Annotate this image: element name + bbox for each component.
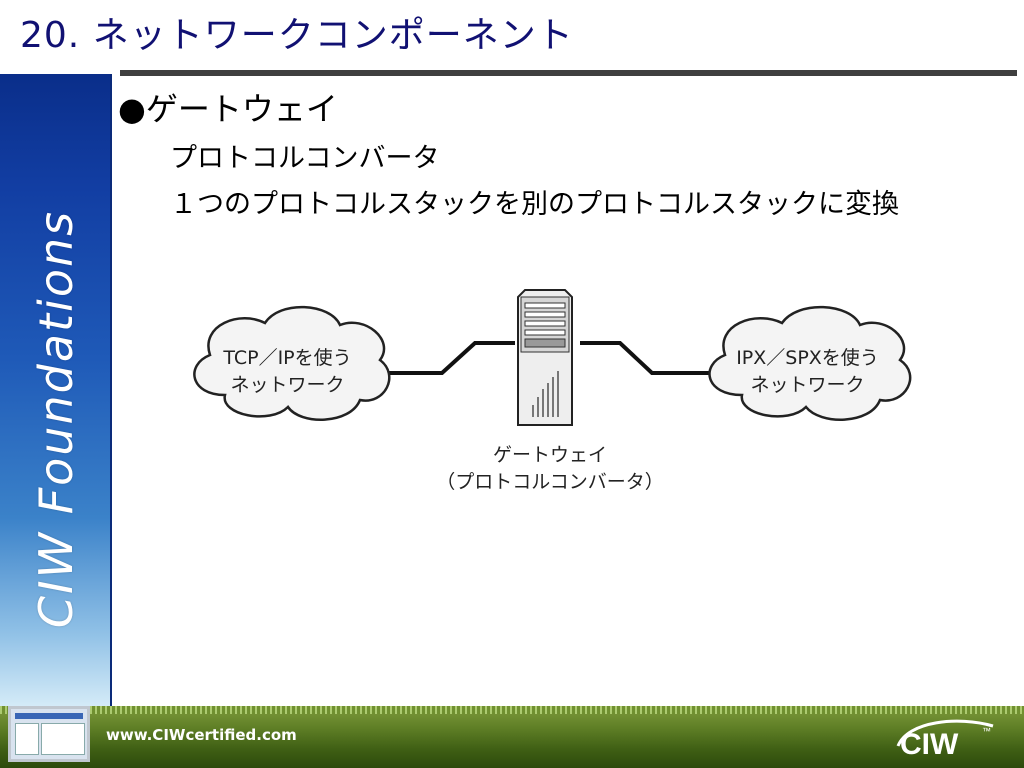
- right-cloud-label: IPX／SPXを使う ネットワーク: [715, 343, 900, 397]
- left-cloud-label: TCP／IPを使う ネットワーク: [200, 343, 375, 397]
- title-divider: [120, 70, 1017, 76]
- server-label-line1: ゲートウェイ: [435, 440, 665, 467]
- laptop-thumbnail-icon: [8, 706, 90, 762]
- sidebar-brand-text: CIW Foundations: [29, 210, 83, 628]
- server-label: ゲートウェイ （プロトコルコンバータ）: [435, 440, 665, 494]
- right-connector-line: [580, 343, 722, 373]
- slide-title: 20. ネットワークコンポーネント: [20, 16, 574, 56]
- subline-description: １つのプロトコルスタックを別のプロトコルスタックに変換: [170, 182, 899, 221]
- left-cloud-label-line2: ネットワーク: [200, 370, 375, 397]
- left-connector-line: [375, 343, 515, 373]
- right-cloud-label-line1: IPX／SPXを使う: [715, 343, 900, 370]
- ciw-logo-text: CIW: [900, 728, 959, 761]
- server-tower-icon: [518, 290, 572, 425]
- footer-band: www.CIWcertified.com CIW ™: [0, 706, 1024, 768]
- subline-protocol-converter: プロトコルコンバータ: [170, 136, 439, 175]
- gateway-diagram: TCP／IPを使う ネットワーク IPX／SPXを使う ネットワーク ゲートウェ…: [170, 285, 930, 505]
- right-cloud-label-line2: ネットワーク: [715, 370, 900, 397]
- ciw-logo-icon: CIW ™: [888, 716, 1000, 762]
- left-cloud-label-line1: TCP／IPを使う: [200, 343, 375, 370]
- sidebar-banner: CIW Foundations: [0, 74, 112, 708]
- footer-url-link[interactable]: www.CIWcertified.com: [106, 726, 297, 744]
- bullet-heading: ●ゲートウェイ: [118, 84, 338, 130]
- server-label-line2: （プロトコルコンバータ）: [435, 467, 665, 494]
- ciw-logo-tm: ™: [982, 726, 991, 736]
